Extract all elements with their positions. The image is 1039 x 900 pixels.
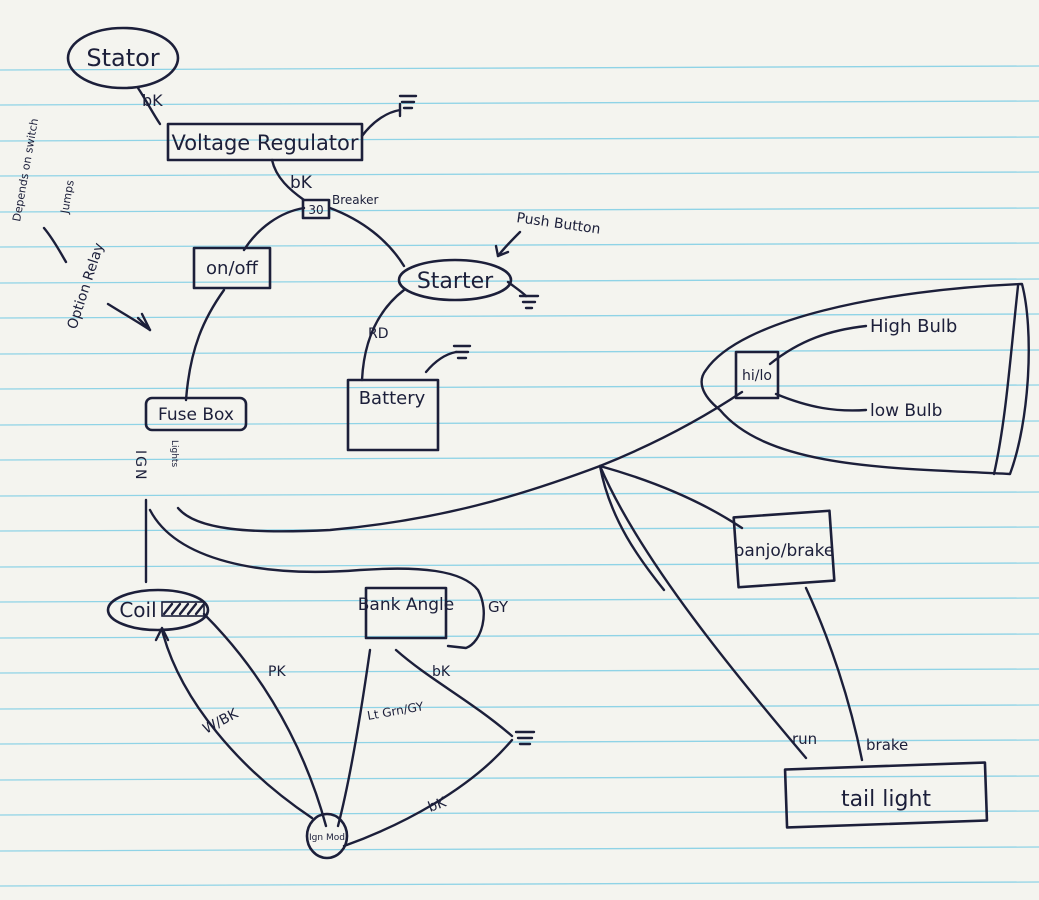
wire-ignmod-ground bbox=[342, 738, 514, 848]
option-relay-arrowhead bbox=[136, 312, 152, 332]
bank-angle-sensor: Bank Angle bbox=[358, 586, 454, 640]
ground-starter-icon bbox=[518, 294, 540, 310]
stator-label: Stator bbox=[86, 44, 159, 72]
wire-label-bank-gy: GY bbox=[488, 598, 509, 616]
banjo-brake-switch: banjo/brake bbox=[732, 509, 836, 589]
headlight-lens bbox=[992, 284, 1020, 476]
wire-split-left bbox=[598, 464, 666, 592]
wire-label-coil-pk: PK bbox=[268, 664, 286, 680]
wire-label-ign-bk: bK bbox=[426, 794, 449, 815]
high-bulb-label: High Bulb bbox=[870, 316, 957, 337]
wire-label-tail-run: run bbox=[792, 730, 817, 748]
battery-label: Battery bbox=[359, 388, 426, 409]
starter: Starter bbox=[397, 258, 513, 302]
depends-arrow bbox=[42, 226, 68, 264]
wire-hi-high-bulb bbox=[768, 324, 868, 366]
wire-battery-ground bbox=[424, 350, 458, 374]
ign-mod-label: Ign Mod bbox=[309, 833, 345, 843]
ground-regulator-icon bbox=[398, 94, 418, 118]
wire-label-stator-bk: bK bbox=[142, 91, 163, 110]
wire-label-bank-bk: bK bbox=[432, 664, 451, 680]
ground-ignition-icon bbox=[514, 730, 536, 746]
wire-coil-wbk-arrowhead bbox=[154, 626, 170, 642]
hi-lo-switch: hi/lo bbox=[734, 350, 780, 400]
coil: Coil bbox=[106, 588, 210, 632]
wire-label-fuse-lights: Lights bbox=[169, 440, 179, 467]
wire-bankangle-ignmod bbox=[336, 648, 372, 828]
wire-lo-low-bulb bbox=[774, 392, 868, 412]
coil-label: Coil bbox=[119, 598, 156, 622]
starter-label: Starter bbox=[417, 269, 494, 294]
wire-breaker-starter bbox=[328, 206, 406, 268]
push-button-arrowhead bbox=[494, 244, 510, 258]
on-off-label: on/off bbox=[206, 258, 258, 279]
note-depends-on-switch: Depends on switch bbox=[10, 117, 41, 222]
wire-label-battery-rd: RD bbox=[368, 326, 389, 342]
wire-ign-bankangle-gy bbox=[148, 508, 485, 650]
tail-light-label: tail light bbox=[841, 787, 931, 812]
ground-battery-icon bbox=[452, 344, 472, 360]
wire-label-fuse-ign: IGN bbox=[132, 450, 148, 481]
fuse-box: Fuse Box bbox=[144, 396, 248, 432]
stator: Stator bbox=[66, 26, 180, 90]
hi-lo-label: hi/lo bbox=[742, 368, 772, 384]
voltage-regulator-label: Voltage Regulator bbox=[171, 131, 358, 155]
on-off-switch: on/off bbox=[192, 246, 272, 290]
low-bulb-label: low Bulb bbox=[870, 401, 942, 421]
note-jumps: Jumps bbox=[58, 179, 77, 216]
wire-breaker-onoff bbox=[242, 206, 306, 252]
fuse-box-label: Fuse Box bbox=[158, 405, 234, 425]
banjo-brake-label: banjo/brake bbox=[734, 541, 835, 561]
wire-split-banjo bbox=[598, 464, 744, 530]
wire-label-tail-brake: brake bbox=[866, 736, 908, 754]
battery: Battery bbox=[346, 378, 440, 452]
tail-light: tail light bbox=[783, 761, 989, 829]
wire-onoff-fusebox bbox=[184, 288, 226, 402]
wire-banjo-brake bbox=[804, 586, 864, 762]
wire-coil-pk bbox=[202, 612, 328, 828]
wire-label-lt-grn-gy: Lt Grn/GY bbox=[366, 699, 425, 723]
wire-split-run bbox=[598, 464, 808, 760]
wire-regulator-breaker bbox=[270, 158, 306, 202]
breaker: 30 Breaker bbox=[301, 193, 379, 220]
bank-angle-label: Bank Angle bbox=[358, 595, 454, 615]
voltage-regulator: Voltage Regulator bbox=[166, 122, 364, 162]
push-button-note: Push Button bbox=[515, 210, 601, 238]
push-button-arrow bbox=[496, 230, 522, 258]
wire-bankangle-ground bbox=[394, 648, 514, 738]
breaker-note: Breaker bbox=[332, 193, 379, 207]
wire-regulator-ground bbox=[360, 108, 402, 138]
headlight-shell bbox=[700, 282, 1030, 476]
wire-coil-wbk bbox=[160, 628, 314, 820]
wire-label-coil-wbk: W/BK bbox=[200, 705, 241, 737]
breaker-value: 30 bbox=[308, 203, 323, 217]
ignition-module: Ign Mod bbox=[305, 812, 349, 860]
wire-starter-battery bbox=[360, 288, 406, 382]
wires bbox=[42, 86, 1030, 848]
paper-rules bbox=[0, 65, 1039, 887]
wire-stator-regulator bbox=[136, 86, 162, 126]
wire-lights-headlight bbox=[176, 390, 744, 533]
wire-label-regulator-bk: bK bbox=[290, 173, 313, 193]
